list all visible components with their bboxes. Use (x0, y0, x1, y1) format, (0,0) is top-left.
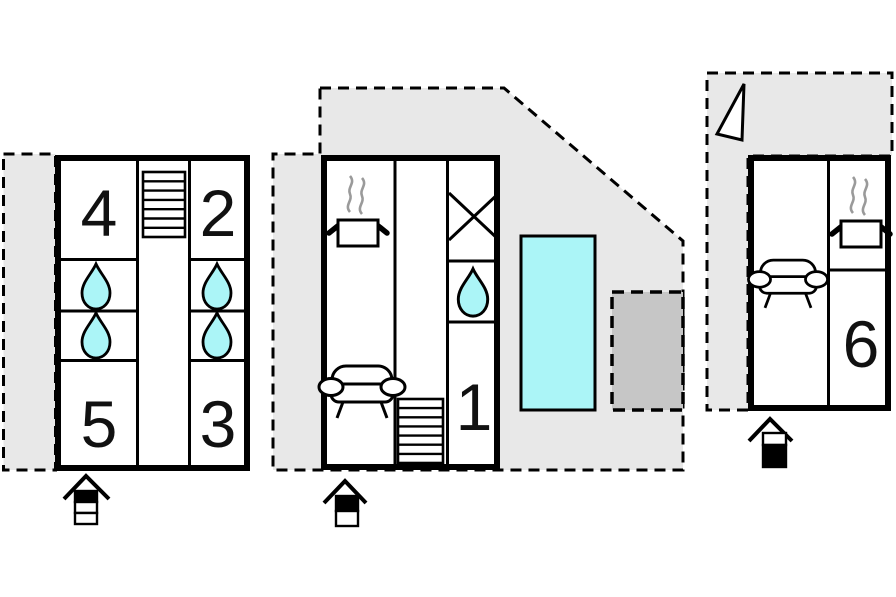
interior-walls (827, 158, 887, 407)
room-label-2: 2 (200, 176, 237, 250)
entrance-arrow-icon (322, 478, 368, 528)
building-middle: 1 (317, 155, 501, 470)
room-label-4: 4 (81, 176, 118, 250)
room-label-1: 1 (456, 370, 493, 444)
room-label-5: 5 (81, 387, 118, 461)
interior-walls (59, 158, 246, 467)
room-label-3: 3 (200, 387, 237, 461)
patio-area (610, 290, 685, 412)
interior-walls (393, 158, 496, 467)
entrance-arrow-icon (747, 416, 794, 469)
swimming-pool (519, 234, 597, 412)
north-arrow-icon (714, 83, 746, 142)
stairs-icon (141, 170, 187, 239)
entrance-arrow-icon (62, 473, 111, 526)
building-right: 6 (747, 155, 890, 411)
terrace-right (705, 71, 894, 412)
stairs-icon (396, 397, 445, 465)
terrace-left (2, 152, 57, 472)
crossed-cell-icon (447, 191, 501, 242)
room-label-6: 6 (843, 307, 880, 381)
building-left: 4 2 5 3 (55, 155, 250, 471)
